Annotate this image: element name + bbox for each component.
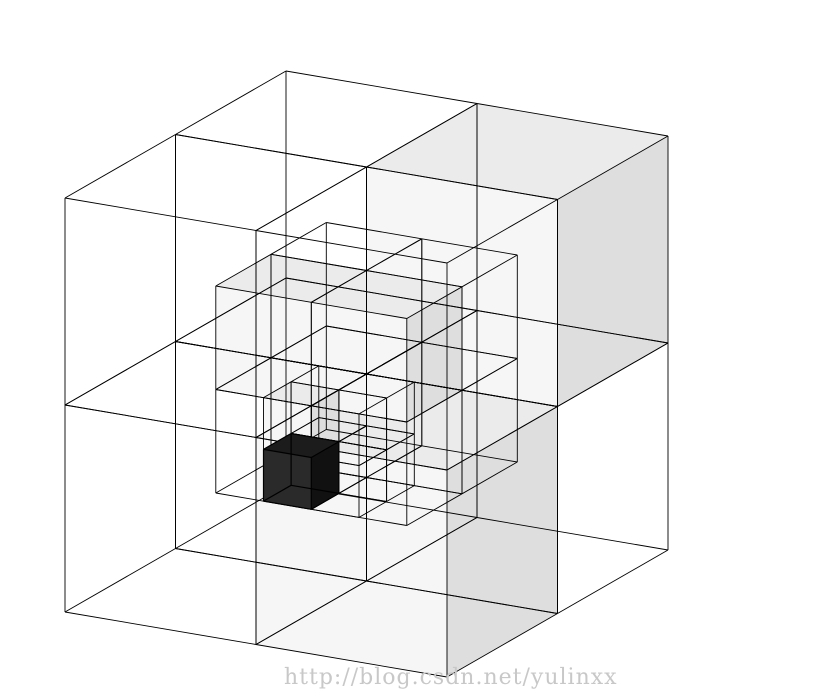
root-child-111-edge-2 [366,166,558,200]
root-child-111-edge-1 [476,310,669,344]
octant-center-child-111-edge-3 [421,238,518,256]
root-child-001-edge-6 [64,134,176,199]
leaf-outline-edge-3 [290,432,340,443]
root-child-011-edge-1 [285,277,478,311]
leaf-outline-edge-1 [290,484,340,494]
level3-child-111-edge-2 [338,389,387,399]
level3-child-111-edge-5 [386,433,415,451]
leaf-outline-edge-2 [263,448,312,459]
octant-center-child-011-edge-3 [326,222,422,240]
level3-child-011-edge-3 [318,365,367,375]
target-leaf-cube [262,432,340,510]
octant-center-child-101-edge-5 [406,389,463,423]
root-child-101-edge-7 [446,199,558,264]
octant-right-upper-top-face [366,103,668,200]
level2-cell-b-top-face [311,270,462,319]
root-child-110-edge-4 [366,517,478,582]
root-child-101-edge-5 [446,406,558,471]
level2-cell-a-top-face [215,254,367,303]
level3-child-011-edge-2 [291,381,339,391]
leaf-outline-edge-6 [263,432,292,450]
octant-center-child-011-edge-1 [326,325,422,343]
highlighted-cells [215,103,668,677]
octant-center-child-111-edge-5 [461,358,518,391]
root-child-111-edge-6 [366,103,478,168]
octant-center-child-110-edge-1 [421,445,518,463]
level3-child-100-edge-5 [358,501,387,518]
level3-child-111-edge-4 [338,425,367,442]
level3-child-100-edge-0 [311,508,360,518]
level3-child-111-edge-3 [366,373,415,383]
root-child-110-edge-0 [366,580,558,614]
root-child-110-edge-1 [476,517,669,551]
octant-center-child-111-edge-2 [366,270,463,288]
octant-center-child-111-edge-7 [461,254,518,288]
level3-child-011-edge-4 [290,417,320,434]
octant-center-child-001-edge-6 [215,253,272,287]
root-child-001-edge-2 [64,197,257,231]
root-child-000-edge-0 [64,611,257,645]
level3-child-110-edge-0 [338,492,387,502]
octant-right-upper-side-face [557,136,668,407]
root-child-000-edge-4 [64,548,176,613]
root-child-100-edge-0 [255,644,448,678]
level3-child-111-edge-6 [338,373,367,391]
watermark-text: http://blog.csdn.net/yulinxx [284,665,618,690]
root-child-011-edge-3 [285,70,478,104]
leaf-top-face [263,433,339,458]
root-child-101-edge-6 [255,166,367,231]
level3-child-101-edge-6 [311,389,340,407]
root-child-011-edge-6 [175,70,287,135]
octant-center-child-111-edge-1 [421,341,518,359]
level3-child-110-edge-5 [386,485,415,502]
octant-center-child-011-edge-6 [270,222,327,255]
octant-center-child-001-edge-2 [215,285,312,303]
level3-child-001-edge-2 [263,397,312,407]
octant-center-child-111-edge-6 [366,238,423,271]
root-child-110-edge-5 [557,549,669,614]
level3-child-001-edge-6 [263,381,292,398]
level3-child-111-edge-0 [338,441,387,451]
octant-center-child-000-edge-4 [215,460,272,494]
octant-center-child-011-edge-2 [270,253,367,271]
octant-center-child-011-edge-4 [270,325,327,359]
root-child-100-edge-5 [446,613,558,678]
root-child-011-edge-2 [175,134,367,168]
level3-child-101-edge-2 [311,405,360,415]
root-child-011-edge-4 [175,277,287,342]
level3-child-101-edge-5 [358,449,387,466]
level3-child-111-edge-7 [386,381,415,399]
octant-center-child-110-edge-5 [461,461,518,495]
octant-right-lower-front-side-face [447,406,558,677]
octant-center-child-001-edge-4 [215,357,272,390]
octant-center-child-110-edge-4 [366,445,423,478]
level3-child-110-edge-1 [366,477,415,487]
level3-child-111-edge-1 [366,425,415,435]
level3-child-101-edge-7 [358,397,387,415]
leaf-outline-edge-4 [263,484,292,502]
root-child-111-edge-7 [557,135,669,200]
root-child-100-edge-4 [255,580,367,645]
octant-center-child-010-edge-1 [326,429,422,447]
leaf-outline-edge-5 [311,492,340,510]
octant-center-child-111-edge-4 [366,341,423,375]
root-child-111-edge-3 [476,103,669,137]
leaf-outline-edge-0 [263,500,312,510]
level3-child-110-edge-4 [338,477,367,494]
level3-child-011-edge-6 [290,365,320,383]
level3-cell-top-face [263,381,339,406]
octant-center-child-100-edge-5 [406,493,463,526]
octant-center-child-101-edge-2 [311,301,407,319]
root-child-001-edge-4 [64,341,176,406]
root-child-111-edge-5 [557,342,669,407]
octant-center-child-101-edge-7 [406,286,463,319]
leaf-outline-edge-7 [311,441,340,459]
leaf-front-face [263,449,312,510]
octant-center-child-101-edge-6 [311,270,367,303]
root-child-001-edge-0 [64,404,257,438]
root-child-101-edge-2 [255,230,448,264]
root-child-010-edge-0 [175,548,367,582]
